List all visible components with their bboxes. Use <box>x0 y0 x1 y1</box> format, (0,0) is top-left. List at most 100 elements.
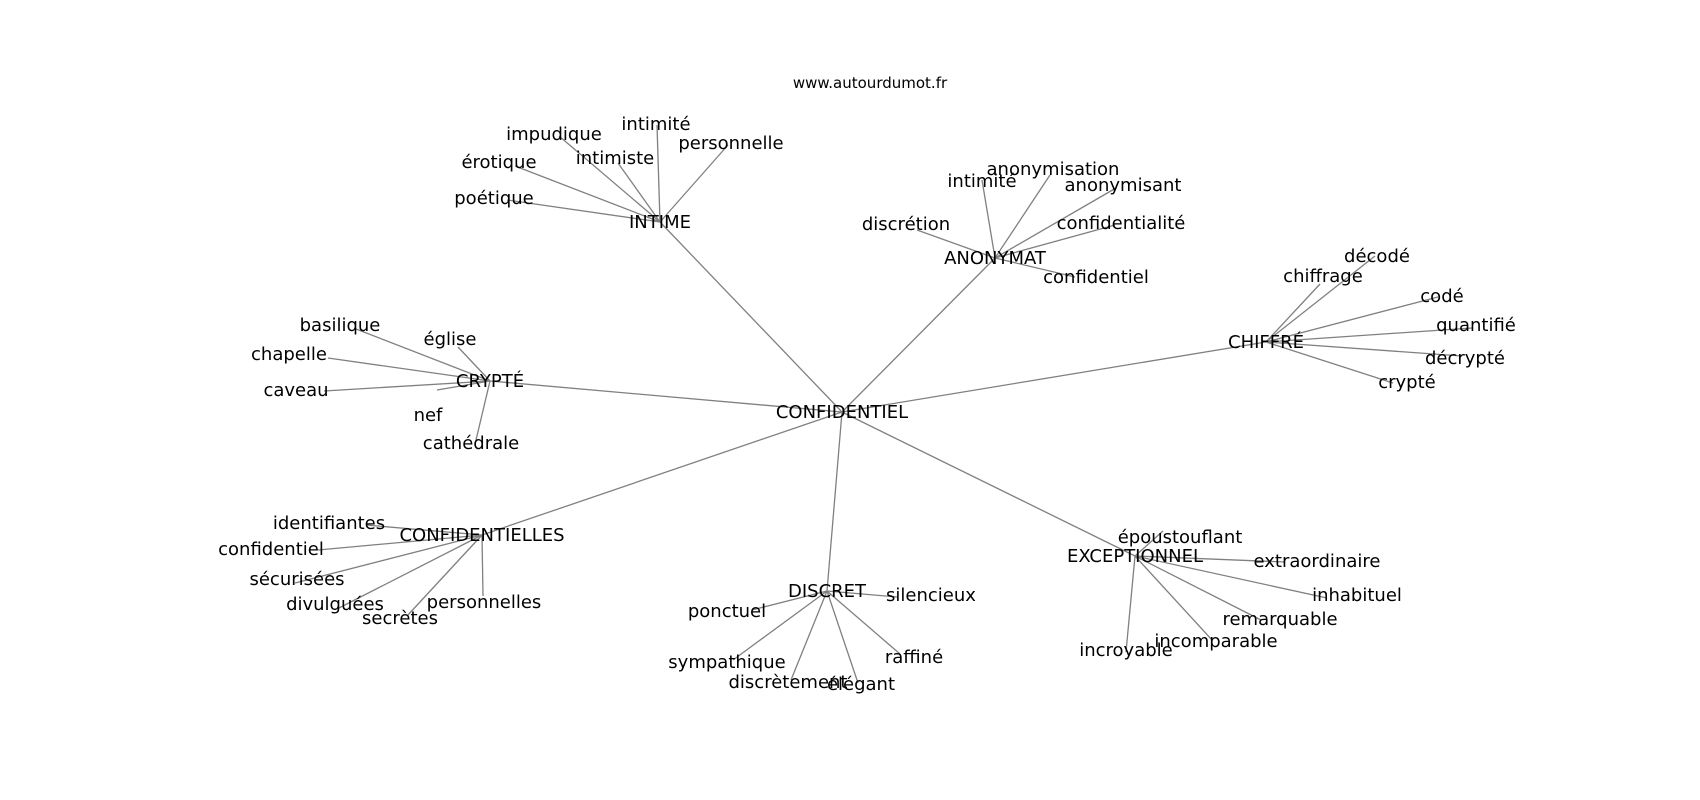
edge-hub-to-leaf <box>558 135 661 223</box>
leaf-node-label: confidentiel <box>1043 267 1149 288</box>
edge-hub-to-leaf <box>916 229 996 259</box>
leaf-node-label: remarquable <box>1222 609 1337 630</box>
leaf-node-label: intimité <box>621 114 690 135</box>
edge-hub-to-leaf <box>436 380 491 391</box>
edge-hub-to-leaf <box>1134 555 1262 621</box>
leaf-node-label: anonymisation <box>987 159 1120 180</box>
leaf-node-label: discrètement <box>729 672 848 693</box>
edge-hub-to-leaf <box>826 590 898 598</box>
leaf-node-label: personnelles <box>427 592 542 613</box>
leaf-node-label: intimiste <box>576 148 655 169</box>
leaf-node-label: silencieux <box>886 585 976 606</box>
hub-node-label: ANONYMAT <box>944 248 1047 269</box>
edge-hub-to-leaf <box>355 328 491 382</box>
labels-layer: CONFIDENTIEL INTIME intimité impudique intim… <box>218 114 1516 695</box>
leaf-node-label: codé <box>1420 286 1463 307</box>
source-caption: www.autourdumot.fr <box>793 74 948 92</box>
hub-node-label: EXCEPTIONNEL <box>1067 546 1203 567</box>
leaf-node-label: sécurisées <box>249 569 344 590</box>
hub-node-label: INTIME <box>629 212 691 233</box>
edge-hub-to-leaf <box>1134 555 1286 563</box>
edge-center-to-hub <box>659 221 843 413</box>
edge-hub-to-leaf <box>327 357 491 382</box>
leaf-node-label: identifiantes <box>273 513 385 534</box>
hub-node-label: CONFIDENTIELLES <box>399 525 564 546</box>
leaf-node-label: caveau <box>263 380 328 401</box>
edge-hub-to-leaf <box>994 257 1076 278</box>
edge-hub-to-leaf <box>751 590 828 611</box>
leaf-node-label: église <box>424 329 477 350</box>
leaf-node-label: époustouflant <box>1118 527 1243 548</box>
leaf-node-label: confidentialité <box>1057 213 1186 234</box>
edges-layer <box>294 124 1473 684</box>
hub-node-label: CHIFFRÉ <box>1228 331 1304 353</box>
edge-center-to-hub <box>481 411 843 536</box>
leaf-node-label: décrypté <box>1425 348 1505 369</box>
leaf-node-label: nef <box>414 405 443 426</box>
edge-hub-to-leaf <box>1134 555 1213 641</box>
edge-center-to-hub <box>489 380 843 413</box>
edge-hub-to-leaf <box>994 187 1117 259</box>
leaf-node-label: intimité <box>947 171 1016 192</box>
leaf-node-label: ponctuel <box>688 601 766 622</box>
edge-hub-to-leaf <box>981 179 996 259</box>
leaf-node-label: raffiné <box>885 647 943 668</box>
leaf-node-label: incroyable <box>1079 640 1173 661</box>
leaf-node-label: secrètes <box>362 608 438 629</box>
leaf-node-label: extraordinaire <box>1254 551 1381 572</box>
edge-hub-to-leaf <box>1265 327 1473 343</box>
edge-center-to-hub <box>826 411 843 592</box>
leaf-node-label: impudique <box>506 124 602 145</box>
leaf-node-label: anonymisant <box>1065 175 1182 196</box>
hub-node-label: DISCRET <box>788 581 867 602</box>
edge-center-to-hub <box>841 341 1267 413</box>
edge-hub-to-leaf <box>994 224 1116 259</box>
edge-hub-to-leaf <box>294 534 483 584</box>
edge-hub-to-leaf <box>514 165 661 223</box>
leaf-node-label: inhabituel <box>1312 585 1402 606</box>
edge-hub-to-leaf <box>365 524 483 536</box>
leaf-node-label: personnelle <box>678 133 783 154</box>
edge-hub-to-leaf <box>1265 255 1376 343</box>
leaf-node-label: élégant <box>827 674 895 695</box>
edge-hub-to-leaf <box>1265 341 1463 357</box>
hub-node-label: CRYPTÉ <box>456 370 524 392</box>
edge-hub-to-leaf <box>1125 555 1136 653</box>
edge-hub-to-leaf <box>659 144 729 223</box>
leaf-node-label: poétique <box>454 188 533 209</box>
leaf-node-label: décodé <box>1344 246 1410 267</box>
center-node-label: CONFIDENTIEL <box>776 402 908 423</box>
edge-hub-to-leaf <box>790 590 828 681</box>
leaf-node-label: confidentiel <box>218 539 324 560</box>
leaf-node-label: quantifié <box>1436 315 1516 336</box>
leaf-node-label: crypté <box>1378 372 1436 393</box>
leaf-node-label: sympathique <box>668 652 785 673</box>
edge-hub-to-leaf <box>457 346 491 382</box>
edge-hub-to-leaf <box>1265 341 1394 384</box>
edge-center-to-hub <box>841 411 1136 557</box>
edge-hub-to-leaf <box>475 380 491 441</box>
leaf-node-label: basilique <box>300 315 381 336</box>
leaf-node-label: érotique <box>461 152 536 173</box>
edge-hub-to-leaf <box>994 174 1051 259</box>
edge-center-to-hub <box>841 257 996 413</box>
edge-hub-to-leaf <box>617 162 661 223</box>
edge-hub-to-leaf <box>732 590 828 661</box>
edge-hub-to-leaf <box>1134 530 1164 557</box>
edge-hub-to-leaf <box>317 534 483 551</box>
leaf-node-label: divulguées <box>286 594 384 615</box>
leaf-node-label: chapelle <box>251 344 327 365</box>
edge-hub-to-leaf <box>323 380 491 392</box>
edge-hub-to-leaf <box>506 199 661 223</box>
leaf-node-label: cathédrale <box>423 433 519 454</box>
edge-hub-to-leaf <box>336 534 483 610</box>
edge-hub-to-leaf <box>1265 283 1321 343</box>
edge-hub-to-leaf <box>406 534 483 617</box>
leaf-node-label: chiffrage <box>1283 266 1363 287</box>
edge-hub-to-leaf <box>481 534 484 597</box>
leaf-node-label: discrétion <box>862 214 950 235</box>
leaf-node-label: incomparable <box>1154 631 1277 652</box>
edge-hub-to-leaf <box>826 590 901 655</box>
edge-hub-to-leaf <box>1265 296 1439 343</box>
